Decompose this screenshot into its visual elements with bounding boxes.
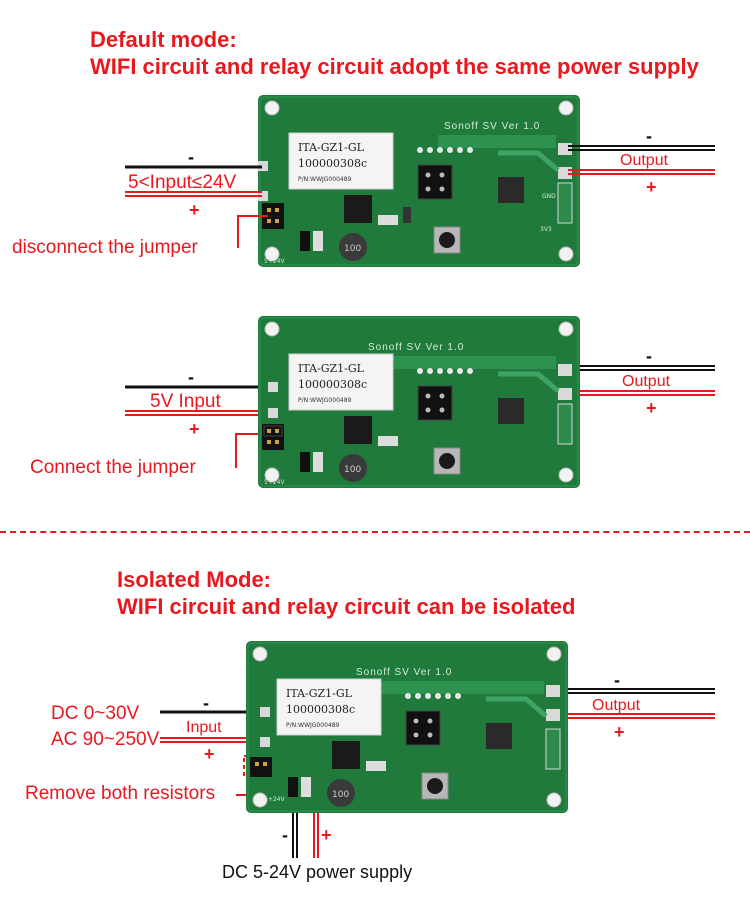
isolated-mode-subtitle: WIFI circuit and relay circuit can be is… <box>117 594 576 619</box>
relay-text-3: P/N:WWJG000489 <box>298 397 352 404</box>
pcb-illustration: Sonoff SV Ver 1.0 ITA-GZ1-GL 100000308c … <box>246 641 568 813</box>
ex2-output-label: Output <box>622 373 671 390</box>
iso-output-label: Output <box>592 697 641 714</box>
pcb-illustration: Sonoff SV Ver 1.0 ITA-GZ1-GL 100000308c … <box>258 95 580 267</box>
ex1-input-plus: + <box>189 200 200 220</box>
default-mode-subtitle: WIFI circuit and relay circuit adopt the… <box>90 54 699 79</box>
default-mode-heading: Default mode: WIFI circuit and relay cir… <box>90 26 699 80</box>
board-title-text: Sonoff SV Ver 1.0 <box>444 121 540 132</box>
silk-gnd: GND <box>542 193 556 200</box>
pcb-board-default-1: Sonoff SV Ver 1.0 ITA-GZ1-GL 100000308c … <box>258 95 580 267</box>
relay-text-1: ITA-GZ1-GL <box>298 141 365 154</box>
relay-text-1: ITA-GZ1-GL <box>286 687 353 700</box>
board-title-text: Sonoff SV Ver 1.0 <box>356 667 452 678</box>
iso-dc-label: DC 0~30V <box>51 703 140 724</box>
svg-text:100: 100 <box>344 244 361 254</box>
iso-output-minus: - <box>614 670 620 690</box>
ex1-output-plus: + <box>646 177 657 197</box>
iso-ac-label: AC 90~250V <box>51 729 160 750</box>
supply-minus: - <box>282 825 288 845</box>
iso-output-plus: + <box>614 722 625 742</box>
ex2-input-plus: + <box>189 419 200 439</box>
iso-input-plus: + <box>204 744 215 764</box>
ex1-input-label: 5<Input≤24V <box>128 172 237 193</box>
relay-text-3: P/N:WWJG000489 <box>286 722 340 729</box>
iso-input-label: Input <box>186 719 222 736</box>
ex1-output-minus: - <box>646 126 652 146</box>
relay-text-2: 100000308c <box>286 703 355 716</box>
relay-text-1: ITA-GZ1-GL <box>298 362 365 375</box>
ex2-input-minus: - <box>188 367 194 387</box>
ex1-input-minus: - <box>188 147 194 167</box>
relay-text-3: P/N:WWJG000489 <box>298 176 352 183</box>
ex2-output-plus: + <box>646 398 657 418</box>
svg-text:100: 100 <box>332 790 349 800</box>
ex1-output-label: Output <box>620 152 669 169</box>
ex2-jumper-label: Connect the jumper <box>30 457 196 478</box>
pcb-illustration: Sonoff SV Ver 1.0 ITA-GZ1-GL 100000308c … <box>258 316 580 488</box>
iso-resistor-label: Remove both resistors <box>25 783 216 804</box>
relay-text-2: 100000308c <box>298 157 367 170</box>
silk-5-24v: 5+24V <box>264 258 285 265</box>
svg-text:100: 100 <box>344 465 361 475</box>
ex2-input-label: 5V Input <box>150 391 221 412</box>
supply-label: DC 5-24V power supply <box>222 862 413 882</box>
relay-text-2: 100000308c <box>298 378 367 391</box>
ex2-output-minus: - <box>646 346 652 366</box>
silk-5-24v: 5+24V <box>264 796 285 803</box>
ex1-jumper-label: disconnect the jumper <box>12 237 198 258</box>
iso-input-minus: - <box>203 693 209 713</box>
pcb-board-isolated: Sonoff SV Ver 1.0 ITA-GZ1-GL 100000308c … <box>246 641 568 813</box>
section-divider <box>0 531 750 533</box>
isolated-mode-title: Isolated Mode: <box>117 567 272 592</box>
default-mode-title: Default mode: <box>90 27 237 52</box>
isolated-mode-heading: Isolated Mode: WIFI circuit and relay ci… <box>117 566 575 620</box>
supply-plus: + <box>321 825 332 845</box>
silk-3v3: 3V3 <box>540 226 552 233</box>
silk-5-24v: 5+24V <box>264 479 285 486</box>
board-title-text: Sonoff SV Ver 1.0 <box>368 342 464 353</box>
pcb-board-default-2: Sonoff SV Ver 1.0 ITA-GZ1-GL 100000308c … <box>258 316 580 488</box>
